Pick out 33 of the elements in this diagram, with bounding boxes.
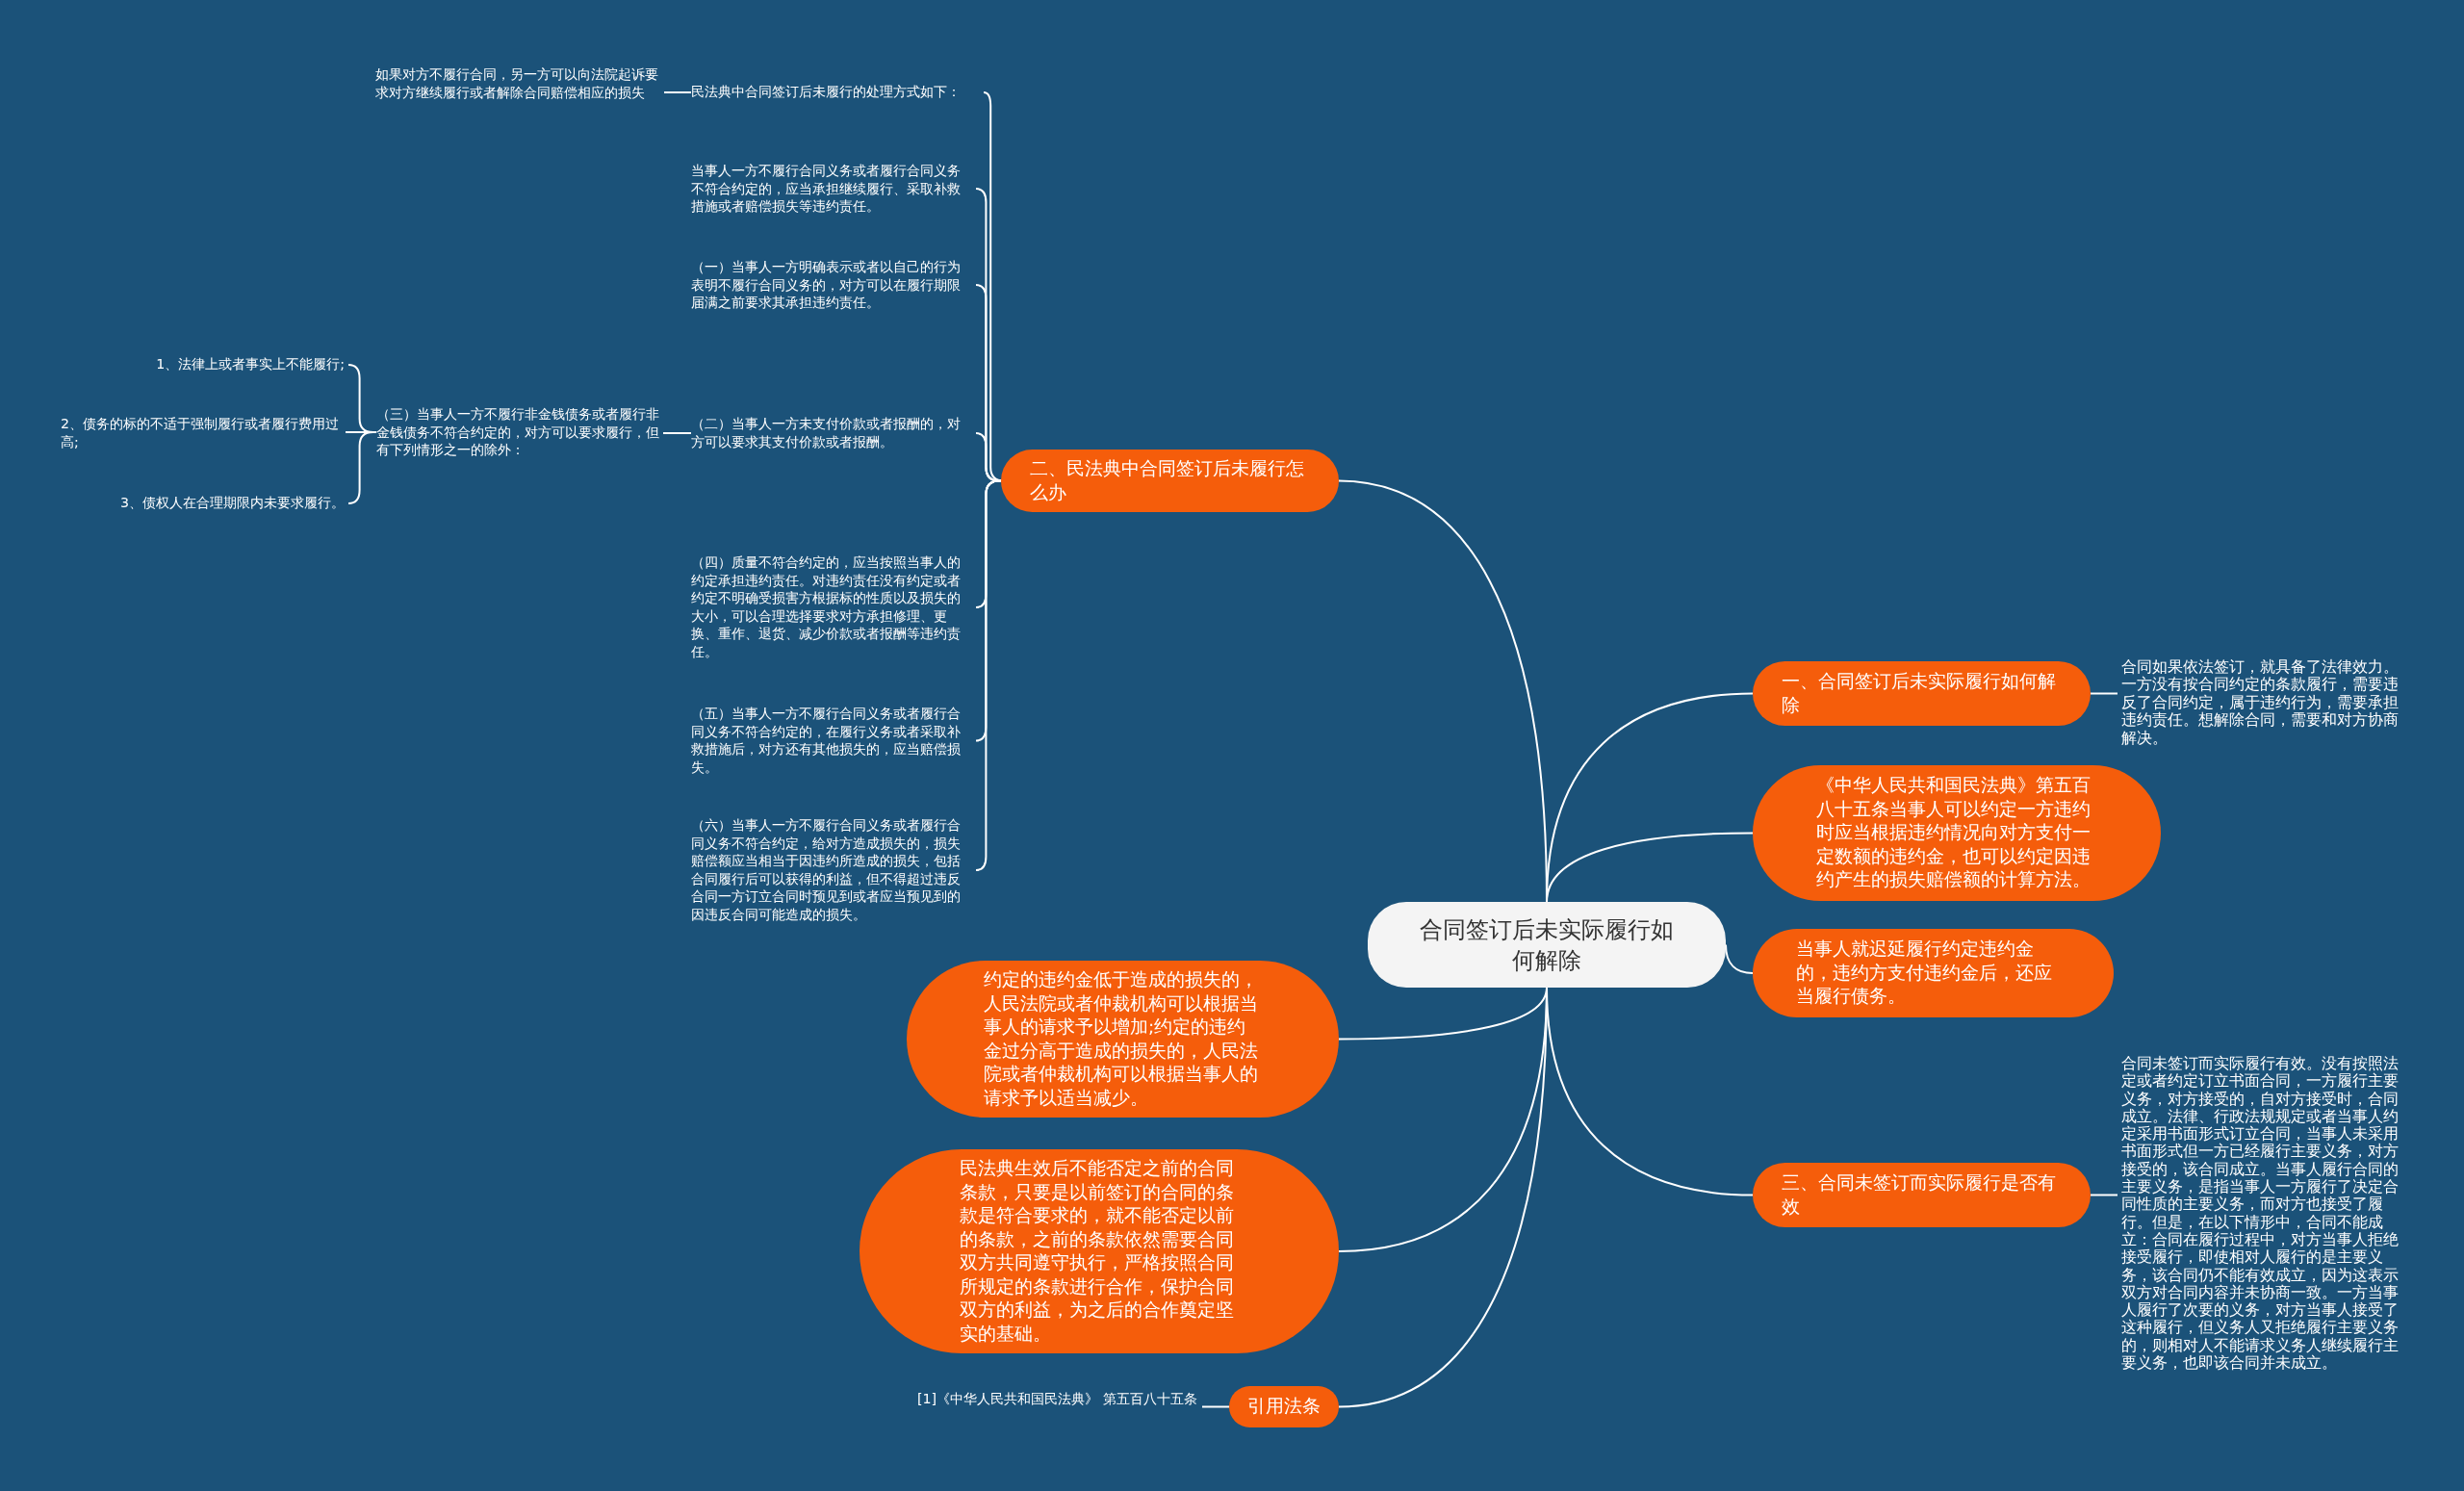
note-text: 如果对方不履行合同，另一方可以向法院起诉要求对方继续履行或者解除合同赔偿相应的损失: [375, 65, 660, 119]
connector: [2090, 1194, 2118, 1196]
note-text: （二）当事人一方未支付价款或者报酬的，对方可以要求其支付价款或者报酬。: [691, 415, 972, 451]
note-text: （六）当事人一方不履行合同义务或者履行合同义务不符合约定，给对方造成损失的，损失赔偿额应当相当于因违约所造成的损失，包括合同履行后可以获得的利益，但不得超过违反合同一方订立合同时预见到或者应当预见到的因违反合同可能造成的损失。: [691, 816, 972, 924]
note-text: 民法典中合同签订后未履行的处理方式如下：: [691, 83, 980, 102]
topic-bubble: 《中华人民共和国民法典》第五百八十五条当事人可以约定一方违约时应当根据违约情况向对方支付一定数额的违约金，也可以约定因违约产生的损失赔偿额的计算方法。: [1753, 765, 2161, 901]
note-text: （四）质量不符合约定的，应当按照当事人的约定承担违约责任。对违约责任没有约定或者约定不明确受损害方根据标的性质以及损失的大小，可以合理选择要求对方承担修理、更换、重作、退货、减少价款或者报酬等违约责任。: [691, 553, 972, 661]
topic-bubble: 三、合同未签订而实际履行是否有效: [1753, 1163, 2091, 1227]
note-text: （一）当事人一方明确表示或者以自己的行为表明不履行合同义务的，对方可以在履行期限届满之前要求其承担违约责任。: [691, 258, 972, 312]
connector: [347, 431, 377, 504]
note-text: 2、债务的标的不适于强制履行或者履行费用过高;: [61, 415, 342, 451]
central-topic: 合同签订后未实际履行如何解除: [1368, 902, 1726, 988]
connector: [1546, 987, 1754, 1196]
note-text: 当事人一方不履行合同义务或者履行合同义务不符合约定的，应当承担继续履行、采取补救措施或者赔偿损失等违约责任。: [691, 162, 972, 216]
topic-bubble: 一、合同签订后未实际履行如何解除: [1753, 661, 2091, 726]
topic-bubble: 二、民法典中合同签订后未履行怎么办: [1001, 450, 1339, 512]
note-text: [1]《中华人民共和国民法典》 第五百八十五条: [917, 1390, 1198, 1427]
connector: [2090, 692, 2118, 695]
connector: [1725, 943, 1754, 974]
connector: [662, 432, 692, 434]
note-text: 合同如果依法签订，就具备了法律效力。一方没有按合同约定的条款履行，需要违反了合同约定，属于违约行为，需要承担违约责任。想解除合同，需要和对方协商解决。: [2121, 658, 2404, 748]
connector: [663, 91, 692, 93]
note-text: 3、债权人在合理期限内未要求履行。: [96, 494, 345, 513]
note-text: （五）当事人一方不履行合同义务或者履行合同义务不符合约定的，在履行义务或者采取补救措施后，对方还有其他损失的，应当赔偿损失。: [691, 705, 972, 777]
topic-bubble: 当事人就迟延履行约定违约金的，违约方支付违约金后，还应当履行债务。: [1753, 929, 2114, 1017]
note-text: 合同未签订而实际履行有效。没有按照法定或者约定订立书面合同，一方履行主要义务，对方接受的，自对方接受时，合同成立。法律、行政法规规定或者当事人约定采用书面形式订立合同，当事人未采用书面形式但一方已经履行主要义务，对方接受的，该合同成立。当事人履行合同的主要义务，是指当事人一方履行了决定合同性质的主要义务，而对方也接受了履行。但是，在以下情形中，合同不能成立：合同在履行过程中，对方当事人拒绝接受履行，即使相对人履行的是主要义务，该合同仍不能有效成立，因为这表示双方对合同内容并未协商一致。一方当事人履行了次要的义务，对方当事人接受了这种履行，但义务人又拒绝履行主要义务的，则相对人不能请求义务人继续履行主要义务，也即该合同并未成立。: [2121, 1055, 2404, 1373]
connector: [1546, 832, 1754, 903]
topic-bubble: 引用法条: [1229, 1386, 1339, 1427]
note-text: （三）当事人一方不履行非金钱债务或者履行非金钱债务不符合约定的，对方可以要求履行，但有下列情形之一的除外：: [376, 405, 659, 459]
connector: [1201, 1405, 1230, 1408]
topic-bubble: 民法典生效后不能否定之前的合同条款，只要是以前签订的合同的条款是符合要求的，就不能否定以前的条款，之前的条款依然需要合同双方共同遵守执行，严格按照合同所规定的条款进行合作，保护合同双方的利益，为之后的合作奠定坚实的基础。: [860, 1149, 1339, 1353]
topic-bubble: 约定的违约金低于造成的损失的，人民法院或者仲裁机构可以根据当事人的请求予以增加;约定的违约金过分高于造成的损失的，人民法院或者仲裁机构可以根据当事人的请求予以适当减少。: [907, 961, 1339, 1118]
note-text: 1、法律上或者事实上不能履行;: [96, 355, 345, 374]
